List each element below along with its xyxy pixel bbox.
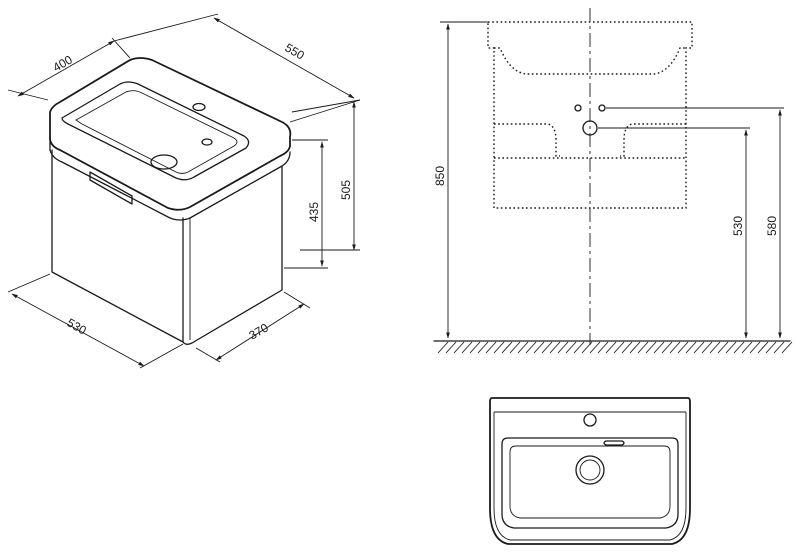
iso-basin-lip (49, 137, 291, 221)
front-basin-outline (487, 21, 693, 209)
iso-depth-bottom-label: 370 (247, 320, 272, 342)
floor-hatch-stroke (437, 341, 449, 354)
top-view (489, 397, 691, 545)
front-supply-right-icon (598, 104, 606, 112)
floor-hatch-stroke (573, 341, 585, 354)
front-elevation: 850 530 580 (433, 8, 793, 354)
floor-hatch-stroke (693, 341, 705, 354)
top-basin-bowl (501, 437, 679, 529)
floor-hatch-stroke (749, 341, 761, 354)
floor-hatch-stroke (533, 341, 545, 354)
floor-hatch-stroke (669, 341, 681, 354)
iso-total-height-label: 505 (339, 180, 353, 200)
floor-hatch-stroke (685, 341, 697, 354)
floor-hatch-stroke (645, 341, 657, 354)
front-supply-height-label: 580 (765, 216, 779, 236)
front-drain-icon (582, 120, 598, 136)
top-overflow-icon (603, 440, 625, 446)
floor-hatch-stroke (757, 341, 769, 354)
floor-hatch-stroke (445, 341, 457, 354)
floor-hatch-stroke (453, 341, 465, 354)
iso-basin-rim (49, 57, 292, 211)
iso-cabinet-height-label: 435 (307, 202, 321, 222)
floor-hatch-stroke (565, 341, 577, 354)
floor-hatch-stroke (501, 341, 513, 354)
floor-hatch-stroke (469, 341, 481, 354)
floor-hatch-stroke (509, 341, 521, 354)
floor-hatch-stroke (525, 341, 537, 354)
floor-hatch-stroke (733, 341, 745, 354)
floor-hatch-stroke (493, 341, 505, 354)
floor-hatch-stroke (765, 341, 777, 354)
floor-hatch-stroke (581, 341, 593, 354)
floor-hatch-stroke (725, 341, 737, 354)
iso-tap-hole-icon (192, 102, 206, 112)
floor-hatch-stroke (461, 341, 473, 354)
iso-basin-bowl (61, 81, 250, 181)
floor-hatch-stroke (781, 341, 793, 354)
floor-hatch (437, 341, 793, 354)
floor-hatch-stroke (485, 341, 497, 354)
iso-cabinet-front (51, 149, 184, 343)
floor-hatch-stroke (653, 341, 665, 354)
floor-hatch-stroke (605, 341, 617, 354)
top-basin-bowl-inner (509, 445, 671, 519)
top-basin-rim-line (493, 411, 687, 541)
iso-bowl-inner (75, 90, 238, 174)
iso-overflow-icon (201, 138, 213, 146)
isometric-view: 400 550 435 505 530 370 (7, 13, 361, 369)
top-drain-icon (575, 455, 605, 485)
iso-drawer-handle (89, 171, 133, 205)
floor-hatch-stroke (741, 341, 753, 354)
floor-hatch-stroke (477, 341, 489, 354)
front-basin-bowl (494, 47, 686, 75)
floor-hatch-stroke (517, 341, 529, 354)
floor-hatch-stroke (621, 341, 633, 354)
iso-drain-icon (150, 154, 178, 170)
iso-cabinet-side (182, 165, 283, 345)
top-basin-outline (489, 397, 691, 545)
front-siphon (494, 123, 686, 157)
front-supply-left-icon (574, 104, 582, 112)
floor-hatch-stroke (613, 341, 625, 354)
floor-hatch-stroke (701, 341, 713, 354)
floor-hatch-stroke (541, 341, 553, 354)
floor-hatch-stroke (717, 341, 729, 354)
floor-hatch-stroke (629, 341, 641, 354)
front-total-height-label: 850 (433, 166, 447, 186)
floor-hatch-stroke (557, 341, 569, 354)
floor-hatch-stroke (677, 341, 689, 354)
floor-hatch-stroke (709, 341, 721, 354)
floor-hatch-stroke (549, 341, 561, 354)
front-drain-height-label: 530 (731, 216, 745, 236)
top-tap-hole-icon (583, 413, 597, 427)
floor-hatch-stroke (661, 341, 673, 354)
floor-hatch-stroke (773, 341, 785, 354)
floor-hatch-stroke (589, 341, 601, 354)
floor-hatch-stroke (637, 341, 649, 354)
iso-depth-label: 400 (51, 52, 76, 74)
floor-hatch-stroke (597, 341, 609, 354)
